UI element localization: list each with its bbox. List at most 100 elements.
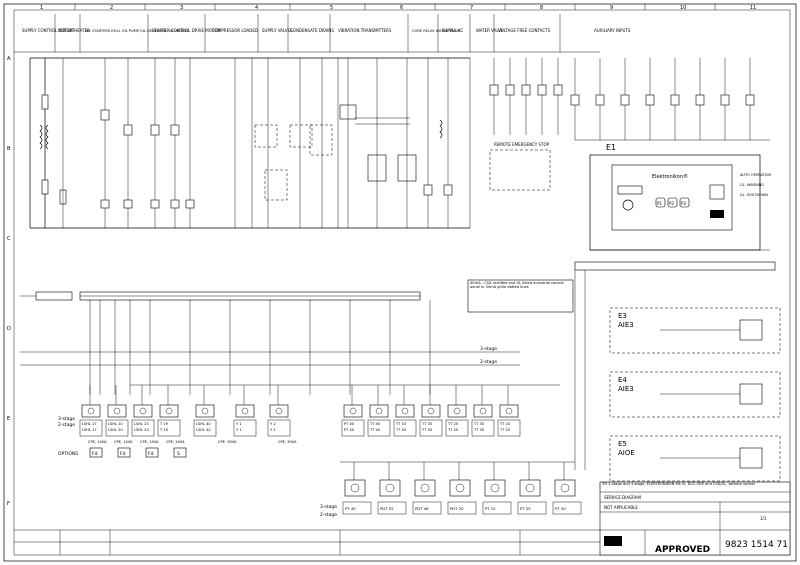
enter-key-icon — [710, 210, 724, 218]
row1-stage3: 3-stage — [58, 416, 75, 422]
key-p1 — [655, 197, 666, 208]
company-logo-icon — [604, 536, 622, 546]
column-number: 9 — [610, 5, 613, 11]
title-block: ZH 2-stage and 3-stage, ELEKTRONIKON Mk … — [599, 481, 791, 556]
sensor-code-3stage: LSHL 40 — [196, 422, 211, 426]
header-vibration: VIBRATION TRANSMITTERS — [338, 28, 392, 33]
module-e5-label: E5 — [618, 440, 627, 448]
sheet-number: 1/1 — [760, 516, 767, 521]
header-core-relay: CORE RELAY WATER VALVE — [412, 29, 461, 33]
sensor-symbol — [269, 404, 289, 418]
column-ruler: 1 2 3 4 5 6 7 8 9 10 11 — [40, 4, 756, 11]
sensor-code-2stage: Y 1 — [236, 428, 242, 432]
sensor-code: PDT 52 — [380, 506, 394, 511]
column-number: 10 — [680, 5, 686, 11]
cpe-label: CPE, 30VA — [218, 440, 237, 444]
sensor-code: PT 25 — [520, 506, 531, 511]
row-ruler: A B C D E F — [7, 56, 11, 507]
sensor-symbol — [343, 404, 363, 418]
power-button-icon — [622, 199, 634, 211]
controller-brand: Elektronikon® — [652, 173, 688, 180]
row1-stage2: 2-stage — [58, 422, 75, 428]
bus-wiring — [20, 270, 586, 470]
column-number: 11 — [750, 5, 756, 11]
arrow-keys-icon — [709, 184, 725, 200]
column-number: 3 — [180, 5, 183, 11]
sensor-code-2stage: LSHL 23 — [134, 428, 149, 432]
section-headers: SUPPLY CONTROL CIRCUIT MOTOR HEATER OIL … — [22, 14, 631, 52]
status-shutdown: GL. SHUTDOWN — [740, 193, 768, 197]
column-number: 7 — [470, 5, 473, 11]
column-number: 6 — [400, 5, 403, 11]
cpe-label: CPE, 14VA — [114, 440, 133, 444]
sensor-symbol — [484, 479, 506, 497]
row-letter: E — [7, 416, 10, 422]
note-text-wrap: 40mA - CSA certified and UL listed indus… — [470, 281, 564, 290]
sensor-code-2stage: PT 40 — [344, 428, 355, 432]
note-text: 40mA - CSA certified and UL listed indus… — [470, 281, 564, 290]
sensor-code-2stage: TT 43 — [395, 428, 406, 432]
row-letter: D — [7, 326, 11, 332]
stage-label-2: 2-stage — [480, 359, 497, 365]
cpe-label: CPE, 14VA — [140, 440, 159, 444]
supply-ac-block — [423, 58, 471, 228]
doc-type: SERVICE DIAGRAM — [604, 495, 642, 500]
svg-text:P3: P3 — [681, 201, 686, 206]
sheet-border — [3, 3, 797, 562]
sensor-code-3stage: TT 20 — [499, 422, 511, 426]
sensor-code-3stage: Y 2 — [270, 422, 276, 426]
auxiliary-inputs — [570, 58, 770, 141]
header-compressor: COMPRESSOR LOADED — [212, 28, 258, 33]
module-e4-sub: AIE3 — [618, 385, 634, 393]
sensor-code-3stage: TT 43 — [395, 422, 406, 426]
sensor-code: PT 30 — [555, 506, 566, 511]
sensor-code-3stage: PT 40 — [344, 422, 355, 426]
sensor-symbol — [369, 404, 389, 418]
controller-label: E1 — [606, 143, 616, 152]
cpe-label: CPE, 30VA — [278, 440, 297, 444]
valve-drain-block — [254, 58, 339, 228]
svg-text:P1: P1 — [657, 201, 662, 206]
sensor-code: PT 22 — [485, 506, 496, 511]
remote-stop-label: REMOTE EMERGENCY STOP — [494, 142, 550, 147]
note-box — [467, 279, 574, 313]
sensor-code-3stage: TT 25 — [447, 422, 458, 426]
header-water-valve: WATER VALVE — [476, 28, 504, 33]
header-oil: OIL STARTERS ROLL OIL PUMP,OIL DEHEATER,… — [85, 29, 190, 33]
sensor-code-2stage: Y 2 — [270, 428, 276, 432]
sensor-symbol — [499, 404, 519, 418]
svg-text:Fd: Fd — [148, 451, 154, 457]
sensor-symbol — [81, 404, 101, 418]
supply-transformer — [29, 58, 67, 228]
column-number: 4 — [255, 5, 258, 11]
sensor-symbol — [421, 404, 441, 418]
sensor-symbol — [379, 479, 401, 497]
drawing-frame — [13, 9, 791, 556]
sensor-code-3stage: LSHL 17 — [82, 422, 97, 426]
header-supply-ac: SUPPLY AC — [442, 28, 463, 33]
row2-stage2: 2-stage — [320, 512, 337, 518]
remote-stop-block — [489, 149, 551, 191]
sensor-symbol — [395, 404, 415, 418]
sensor-code: PT 45 — [345, 506, 356, 511]
svg-text:Fd: Fd — [92, 451, 98, 457]
svg-text:P2: P2 — [669, 201, 674, 206]
sensor-symbol — [519, 479, 541, 497]
header-supply-valves: SUPPLY VALVES — [262, 28, 293, 33]
header-condensate: CONDENSATE DRAINS — [290, 28, 334, 33]
row-letter: C — [7, 236, 11, 242]
vibration-block — [339, 58, 417, 228]
control-branches — [100, 58, 253, 228]
sensor-code-2stage: TT 35 — [421, 428, 432, 432]
sensor-code-2stage: TT 40 — [369, 428, 381, 432]
header-starter: STARTER CONTROL DRIVE MOTOR — [152, 28, 220, 33]
sensor-code: PDT 20 — [450, 506, 464, 511]
sensor-symbol — [447, 404, 467, 418]
column-number: 5 — [330, 5, 333, 11]
header-supply: SUPPLY CONTROL CIRCUIT — [22, 28, 75, 33]
key-p2 — [667, 197, 678, 208]
sensor-code-2stage: TT 20 — [499, 428, 511, 432]
header-motor-heater: MOTOR HEATER — [58, 28, 90, 33]
